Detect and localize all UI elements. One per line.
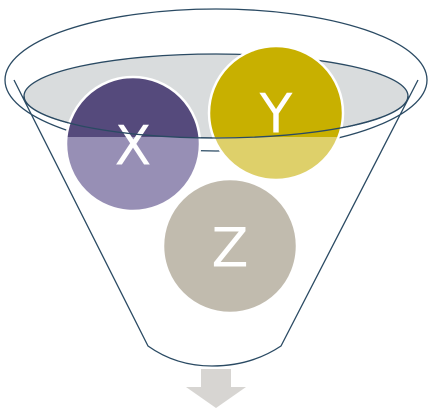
funnel-rim-outer: [4, 8, 428, 152]
circle-y: Y: [207, 44, 345, 182]
circle-x: X: [64, 75, 202, 213]
funnel-body: [13, 79, 419, 367]
funnel-rim-front-edge: [23, 95, 409, 139]
circle-z-label: Z: [212, 217, 249, 280]
circle-x-label: X: [115, 115, 152, 178]
down-arrow-icon: [186, 369, 246, 408]
circle-z: Z: [161, 177, 299, 315]
